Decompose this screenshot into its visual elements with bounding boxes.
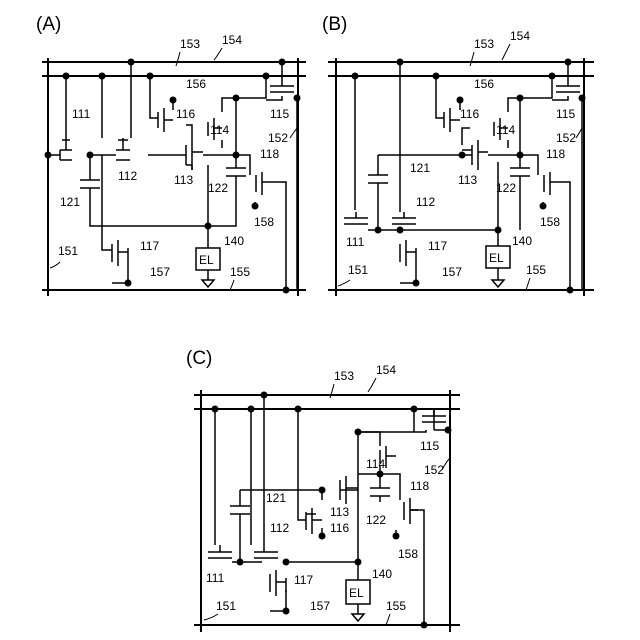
panel-a-el-element: EL [196, 248, 220, 287]
label-115: 115 [420, 439, 439, 453]
label-153: 153 [180, 37, 200, 51]
label-158: 158 [540, 215, 560, 229]
label-114: 114 [366, 457, 385, 471]
panel-c-el-element: EL [346, 580, 370, 621]
panel-b-labels: 153 154 156 116 114 115 152 121 118 113 … [338, 29, 582, 290]
panel-c-capacitors [230, 488, 390, 514]
label-116: 116 [176, 107, 195, 121]
label-153: 153 [474, 37, 494, 51]
panel-a-wiring [48, 62, 297, 290]
label-158: 158 [398, 547, 418, 561]
panel-b: (B) [322, 14, 594, 296]
panel-c: (C) [186, 348, 460, 632]
label-121: 121 [60, 195, 80, 209]
panel-a: (A) [36, 14, 306, 296]
label-113: 113 [330, 505, 349, 519]
label-140: 140 [224, 234, 244, 248]
label-116: 116 [460, 107, 479, 121]
panel-b-title: (B) [322, 14, 347, 35]
el-label: EL [349, 586, 364, 600]
label-140: 140 [512, 234, 532, 248]
label-156: 156 [186, 77, 206, 91]
el-label: EL [199, 253, 214, 267]
panel-a-title: (A) [36, 14, 61, 35]
label-116: 116 [330, 521, 349, 535]
label-122: 122 [366, 513, 386, 527]
label-153: 153 [334, 369, 354, 383]
label-155: 155 [526, 263, 546, 277]
panel-c-bus-lines [194, 390, 460, 632]
label-154: 154 [222, 33, 242, 47]
label-157: 157 [150, 265, 170, 279]
transistor-116 [306, 508, 322, 534]
label-121: 121 [410, 161, 430, 175]
label-152: 152 [268, 131, 288, 145]
label-115: 115 [556, 107, 575, 121]
transistor-111 [60, 138, 72, 160]
panel-b-el-element: EL [486, 246, 510, 287]
transistor-116 [444, 108, 460, 132]
panel-c-title: (C) [186, 348, 212, 369]
label-151: 151 [58, 244, 78, 258]
label-157: 157 [442, 265, 462, 279]
label-140: 140 [372, 567, 392, 581]
label-111: 111 [72, 107, 91, 121]
label-122: 122 [496, 181, 516, 195]
transistor-117 [270, 570, 286, 596]
label-151: 151 [216, 599, 236, 613]
transistor-111 [208, 545, 232, 558]
label-152: 152 [424, 463, 444, 477]
transistor-116 [158, 108, 173, 132]
transistor-113 [472, 140, 488, 170]
transistor-115 [270, 80, 294, 92]
transistor-117 [400, 240, 416, 266]
transistor-118 [256, 172, 270, 195]
el-label: EL [489, 251, 504, 265]
label-117: 117 [294, 573, 313, 587]
label-112: 112 [270, 521, 289, 535]
label-113: 113 [458, 173, 477, 187]
transistor-118 [544, 172, 556, 195]
label-155: 155 [386, 599, 406, 613]
label-113: 113 [174, 173, 193, 187]
label-111: 111 [206, 571, 225, 585]
label-114: 114 [210, 123, 229, 137]
label-118: 118 [260, 147, 279, 161]
transistor-118 [404, 498, 418, 524]
transistor-115 [556, 80, 580, 92]
label-155: 155 [230, 265, 250, 279]
transistor-112 [116, 138, 130, 160]
label-118: 118 [410, 479, 429, 493]
label-115: 115 [270, 107, 289, 121]
label-122: 122 [208, 181, 228, 195]
label-154: 154 [510, 29, 530, 43]
label-117: 117 [140, 239, 159, 253]
transistor-117 [112, 240, 128, 266]
label-157: 157 [310, 599, 330, 613]
label-111: 111 [346, 235, 365, 249]
label-121: 121 [266, 491, 286, 505]
label-118: 118 [546, 147, 565, 161]
label-158: 158 [254, 215, 274, 229]
label-114: 114 [496, 123, 515, 137]
transistor-112 [254, 545, 278, 558]
label-154: 154 [376, 363, 396, 377]
label-112: 112 [416, 195, 435, 209]
panel-c-transistors [208, 409, 446, 596]
label-151: 151 [348, 263, 368, 277]
label-156: 156 [474, 77, 494, 91]
panel-c-labels: 153 154 115 114 152 118 121 113 116 122 … [204, 363, 450, 625]
label-152: 152 [556, 131, 576, 145]
transistor-111 [344, 212, 368, 224]
transistor-112 [392, 212, 416, 224]
panel-a-labels: 153 154 156 111 116 114 115 152 118 112 … [50, 33, 297, 290]
label-117: 117 [428, 239, 447, 253]
label-112: 112 [118, 169, 137, 183]
